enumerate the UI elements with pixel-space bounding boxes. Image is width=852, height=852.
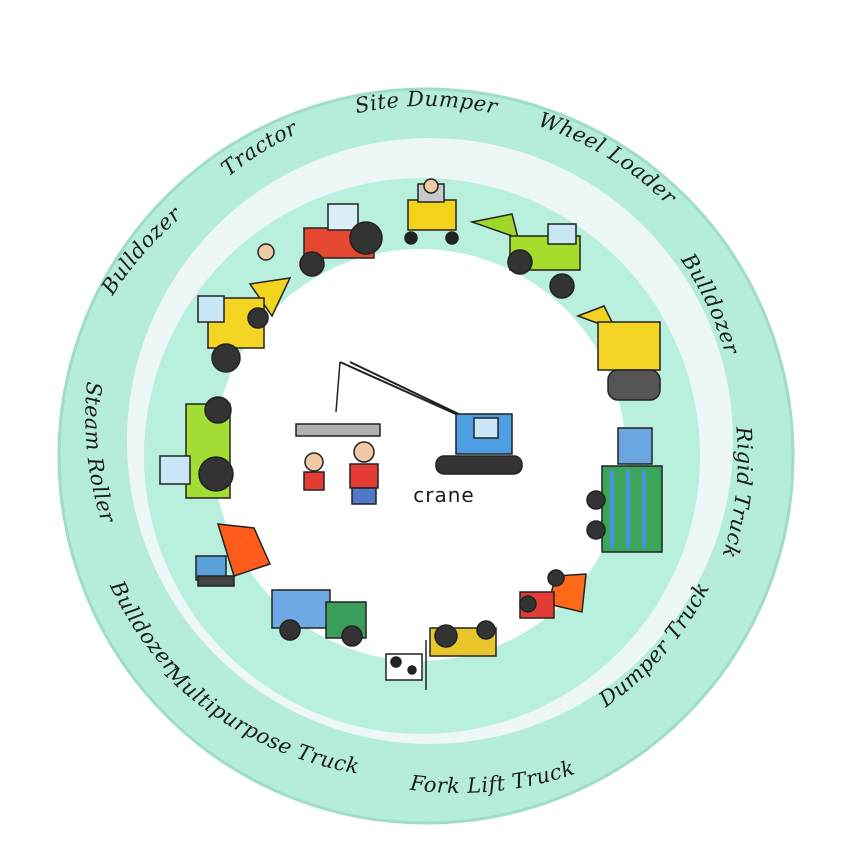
bulldozer-bottom-left-illustration [195, 523, 272, 587]
dumper-truck-illustration [519, 569, 587, 619]
vehicle-illustrations [159, 178, 663, 690]
plate-center [214, 249, 626, 661]
rigid-truck-illustration [586, 427, 663, 553]
plate-rim-edge [57, 87, 795, 825]
bulldozer-right-illustration [575, 305, 661, 401]
site-dumper-illustration [404, 178, 459, 245]
fork-lift-truck-illustration [385, 620, 497, 690]
wheel-loader-illustration [469, 213, 581, 299]
multipurpose-truck-illustration [271, 589, 367, 647]
bulldozer-left-illustration [197, 277, 292, 373]
tractor-illustration [257, 203, 383, 277]
crane-illustration [295, 361, 523, 505]
center-label-crane: crane [413, 483, 474, 507]
steam-roller-illustration [159, 396, 234, 499]
